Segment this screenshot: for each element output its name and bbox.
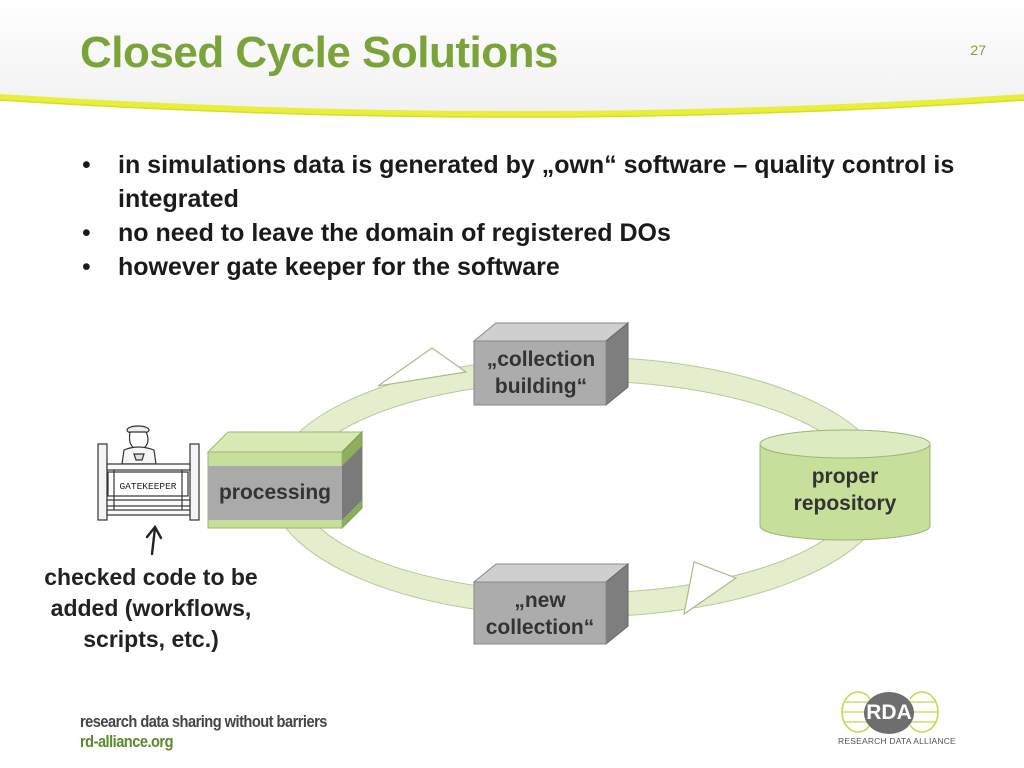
rda-logo-right-globe-icon: [910, 691, 939, 733]
rda-logo-badge: RDA: [864, 692, 914, 734]
rda-logo: RDA RESEARCH DATA ALLIANCE: [838, 690, 956, 760]
processing-label: processing: [218, 480, 332, 504]
slide-title: Closed Cycle Solutions: [80, 28, 558, 77]
cycle-arrow-bottom-right: [683, 561, 738, 616]
footer-tagline: research data sharing without barriers: [80, 712, 327, 731]
collection-building-box: [472, 321, 630, 407]
processing-box: [206, 430, 364, 530]
new-collection-box: [472, 562, 630, 646]
collection-building-label: „collection building“: [486, 348, 596, 398]
bullet-item: however gate keeper for the software: [80, 250, 980, 284]
cycle-arrow-top-left: [377, 347, 468, 387]
bullet-item: no need to leave the domain of registere…: [80, 216, 980, 250]
cycle-diagram: [145, 321, 931, 646]
header-swoosh: [0, 0, 1024, 118]
gatekeeper-caption: checked code to be added (workflows, scr…: [44, 564, 258, 652]
new-collection-label: „new collection“: [485, 589, 595, 639]
caption-arrow: [145, 524, 163, 556]
gatekeeper-sign-text: GATEKEEPER: [119, 481, 176, 492]
proper-repository-label: proper repository: [793, 465, 897, 515]
footer-url: rd-alliance.org: [80, 732, 174, 751]
gatekeeper-illustration: GATEKEEPER: [97, 425, 200, 521]
bullet-list: in simulations data is generated by „own…: [80, 148, 980, 284]
bullet-item: in simulations data is generated by „own…: [80, 148, 980, 216]
proper-repository-cylinder: [759, 429, 931, 541]
page-number: 27: [970, 42, 986, 58]
rda-logo-text: RESEARCH DATA ALLIANCE: [838, 736, 956, 746]
